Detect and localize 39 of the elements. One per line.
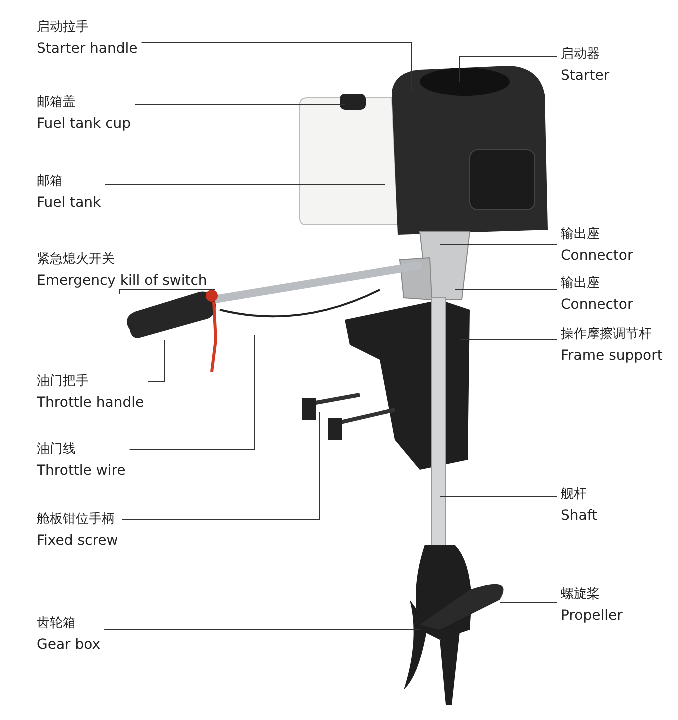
leader-line bbox=[129, 334, 256, 450]
leader-line bbox=[120, 290, 216, 294]
leader-line bbox=[440, 496, 558, 498]
part-label: 紧急熄火开关 bbox=[37, 251, 116, 269]
part-label: Fuel tank bbox=[37, 194, 102, 213]
leader-line bbox=[104, 184, 386, 186]
part-label: 操作摩擦调节杆 bbox=[561, 326, 653, 344]
part-label: Throttle wire bbox=[37, 462, 126, 481]
part-label: 启动器 bbox=[561, 46, 601, 64]
part-label: Emergency kill of switch bbox=[37, 272, 208, 291]
part-label: 油门把手 bbox=[37, 373, 90, 391]
leader-line bbox=[148, 340, 166, 382]
part-label: 输出座 bbox=[561, 275, 601, 293]
part-label: Starter handle bbox=[37, 40, 138, 59]
part-label: Connector bbox=[561, 247, 634, 266]
leader-line bbox=[440, 244, 558, 246]
leader-line bbox=[500, 602, 558, 604]
part-label: Starter bbox=[561, 67, 610, 86]
part-label: Throttle handle bbox=[37, 394, 144, 413]
part-label: 舱板钳位手柄 bbox=[37, 511, 116, 529]
leader-line bbox=[141, 42, 412, 92]
leader-line bbox=[122, 412, 320, 520]
part-label: Gear box bbox=[37, 636, 101, 655]
part-label: 舰杆 bbox=[561, 486, 588, 504]
leader-line bbox=[460, 56, 558, 82]
part-label: 邮箱盖 bbox=[37, 94, 77, 112]
part-label: 邮箱 bbox=[37, 173, 64, 191]
part-label: Fuel tank cup bbox=[37, 115, 132, 134]
part-label: Shaft bbox=[561, 507, 598, 526]
part-label: Propeller bbox=[561, 607, 623, 626]
part-label: 输出座 bbox=[561, 226, 601, 244]
part-label: 油门线 bbox=[37, 441, 77, 459]
part-label: 齿轮箱 bbox=[37, 615, 77, 633]
part-label: 启动拉手 bbox=[37, 19, 90, 37]
leader-line bbox=[134, 104, 346, 106]
part-label: Frame support bbox=[561, 347, 663, 366]
part-label: 螺旋桨 bbox=[561, 586, 601, 604]
part-label: Connector bbox=[561, 296, 634, 315]
part-label: Fixed screw bbox=[37, 532, 118, 551]
